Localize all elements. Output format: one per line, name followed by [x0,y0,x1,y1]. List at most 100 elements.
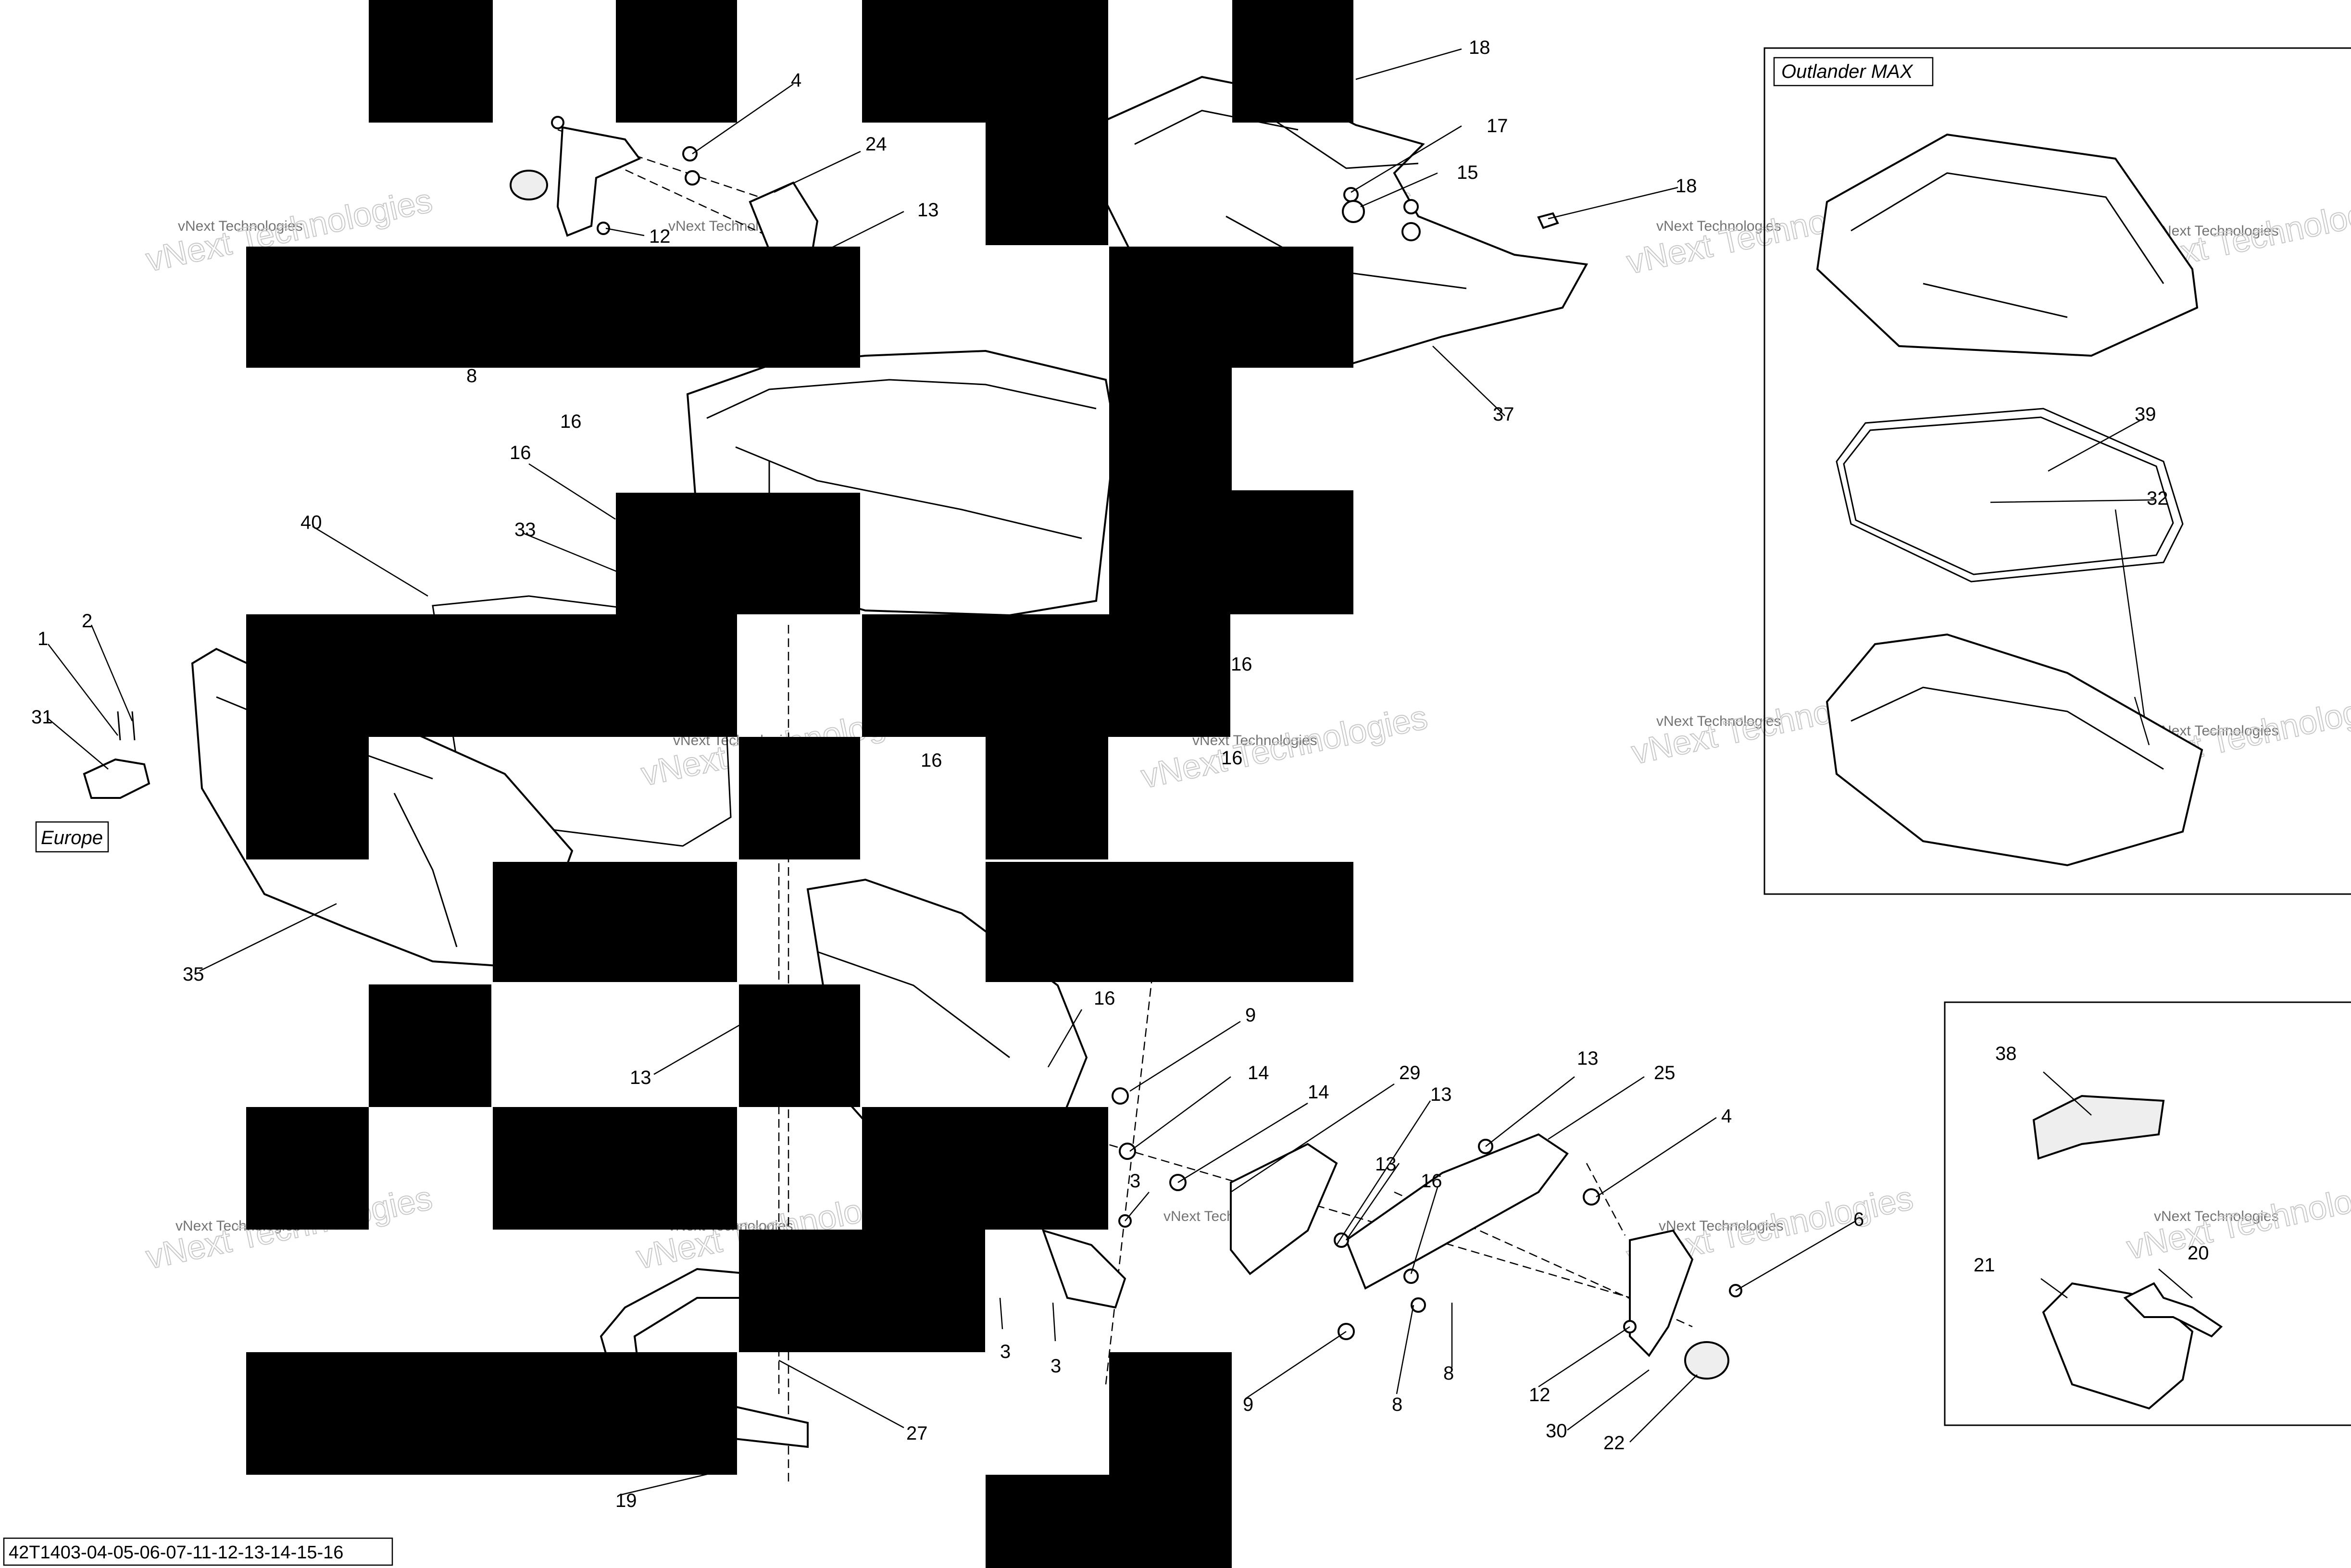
watermark-text: vNext Technologies [2154,223,2279,239]
callout-label: 3 [1050,1356,1061,1377]
pin-1 [117,711,121,741]
redaction-block [986,1475,1232,1568]
callout-label: 33 [514,519,536,540]
wrench-20 [2123,1282,2223,1338]
nut-9 [1112,1087,1129,1105]
callout-label: 8 [1392,1394,1402,1415]
callout-label: 30 [1546,1420,1567,1442]
gasket-39 [1836,408,2184,583]
callout-label: 27 [906,1423,928,1444]
callout-label: 14 [1248,1062,1269,1083]
mount-plate [556,126,641,237]
frame-label-europe: Europe [41,827,103,848]
callout-label: 4 [791,70,801,91]
callout-label: 16 [921,750,942,771]
watermark-text: vNext Technologies [1656,218,1781,234]
callout-label: 31 [31,707,53,728]
redaction-blocks [246,0,1353,1568]
redaction-block [986,862,1353,982]
watermark-text: vNext Technologies [1659,1218,1784,1234]
callout-label: 38 [1995,1043,2017,1064]
redaction-block [616,493,860,614]
bracket-29 [1230,1143,1338,1275]
redaction-block [862,0,1108,123]
redaction-block [246,614,737,737]
cap-22-right [1684,1341,1729,1380]
watermark-text: vNext Technologies [1656,713,1781,729]
callout-label: 16 [1231,654,1252,675]
support-bracket-24 [749,181,819,251]
nut-14 [1119,1143,1136,1160]
callout-label: 22 [1603,1432,1625,1454]
strap-38 [2032,1095,2165,1160]
bolt-8 [1403,1269,1419,1284]
redaction-block [493,1107,737,1230]
bracket-right [1629,1229,1694,1357]
nut-12 [597,222,610,235]
frame-label-box [1773,57,1934,87]
callout-labels: 18 4 24 17 15 18 12 13 8 16 37 39 32 16 … [31,37,2209,1511]
callout-label: 29 [1399,1062,1421,1083]
redaction-block [246,737,369,859]
redaction-block [1109,368,1232,490]
callout-label: 13 [1430,1084,1452,1105]
redaction-block [246,1107,369,1230]
callout-label: 40 [300,512,322,533]
callout-label: 9 [1245,1005,1256,1026]
latch-31 [83,758,150,799]
callout-label: 13 [1375,1154,1397,1175]
redaction-block [246,1352,737,1475]
redaction-block [739,737,860,859]
footer: 42T1403-04-05-06-07-11-12-13-14-15-16 [3,1537,393,1566]
frame-label-box [35,821,109,853]
callout-label: 19 [615,1490,637,1511]
callout-label: 17 [1487,115,1508,137]
callout-label: 16 [1221,747,1243,769]
redaction-block [986,123,1108,245]
redaction-block [1109,1352,1232,1475]
redaction-block [493,862,737,982]
callout-label: 18 [1676,175,1697,197]
leader-lines [48,48,2193,1496]
callout-label: 35 [183,964,204,985]
bolt-4-lower [1583,1188,1600,1206]
callout-label: 13 [1577,1048,1599,1069]
inset-frame [1944,1001,2351,1426]
callout-label: 39 [2135,404,2156,425]
callout-label: 14 [1308,1082,1329,1103]
side-plate [1041,1229,1126,1309]
callout-label: 20 [2188,1243,2209,1264]
callout-label: 3 [1000,1341,1011,1362]
callout-label: 13 [917,199,939,221]
redaction-block [862,1107,1108,1230]
inset-tool-kit [1944,1001,2351,1426]
callout-label: 37 [1493,404,1514,425]
callout-label: 16 [1094,988,1115,1009]
bolt-4 [682,146,698,162]
document-reference-box [3,1537,393,1566]
callout-label: 15 [1457,162,1478,183]
watermark-text: vNext Technologies [2154,1208,2279,1224]
callout-label: 2 [82,610,92,632]
storage-lid-32-detail [1851,172,2164,318]
bolt-4b [685,170,700,186]
redaction-block [1109,490,1353,614]
callout-label: 25 [1654,1062,1676,1083]
storage-tub-detail [1851,686,2164,770]
washer [1401,222,1421,241]
pin-2 [131,711,136,741]
callout-label: 21 [1974,1255,1995,1276]
inset-europe: Europe [35,821,109,853]
redaction-block [616,0,737,123]
callout-label: 24 [865,134,887,155]
callout-label: 13 [630,1067,651,1088]
frame-label-outlander-max: Outlander MAX [1781,61,1913,82]
inset-outlander-max: Outlander MAX [1763,47,2351,895]
washer-15 [1342,200,1365,223]
callout-label: 9 [1243,1394,1253,1415]
callout-label: 18 [1469,37,1490,58]
gasket-39-inner [1843,416,2174,575]
redaction-block [369,0,493,123]
callout-label: 8 [1443,1363,1454,1384]
